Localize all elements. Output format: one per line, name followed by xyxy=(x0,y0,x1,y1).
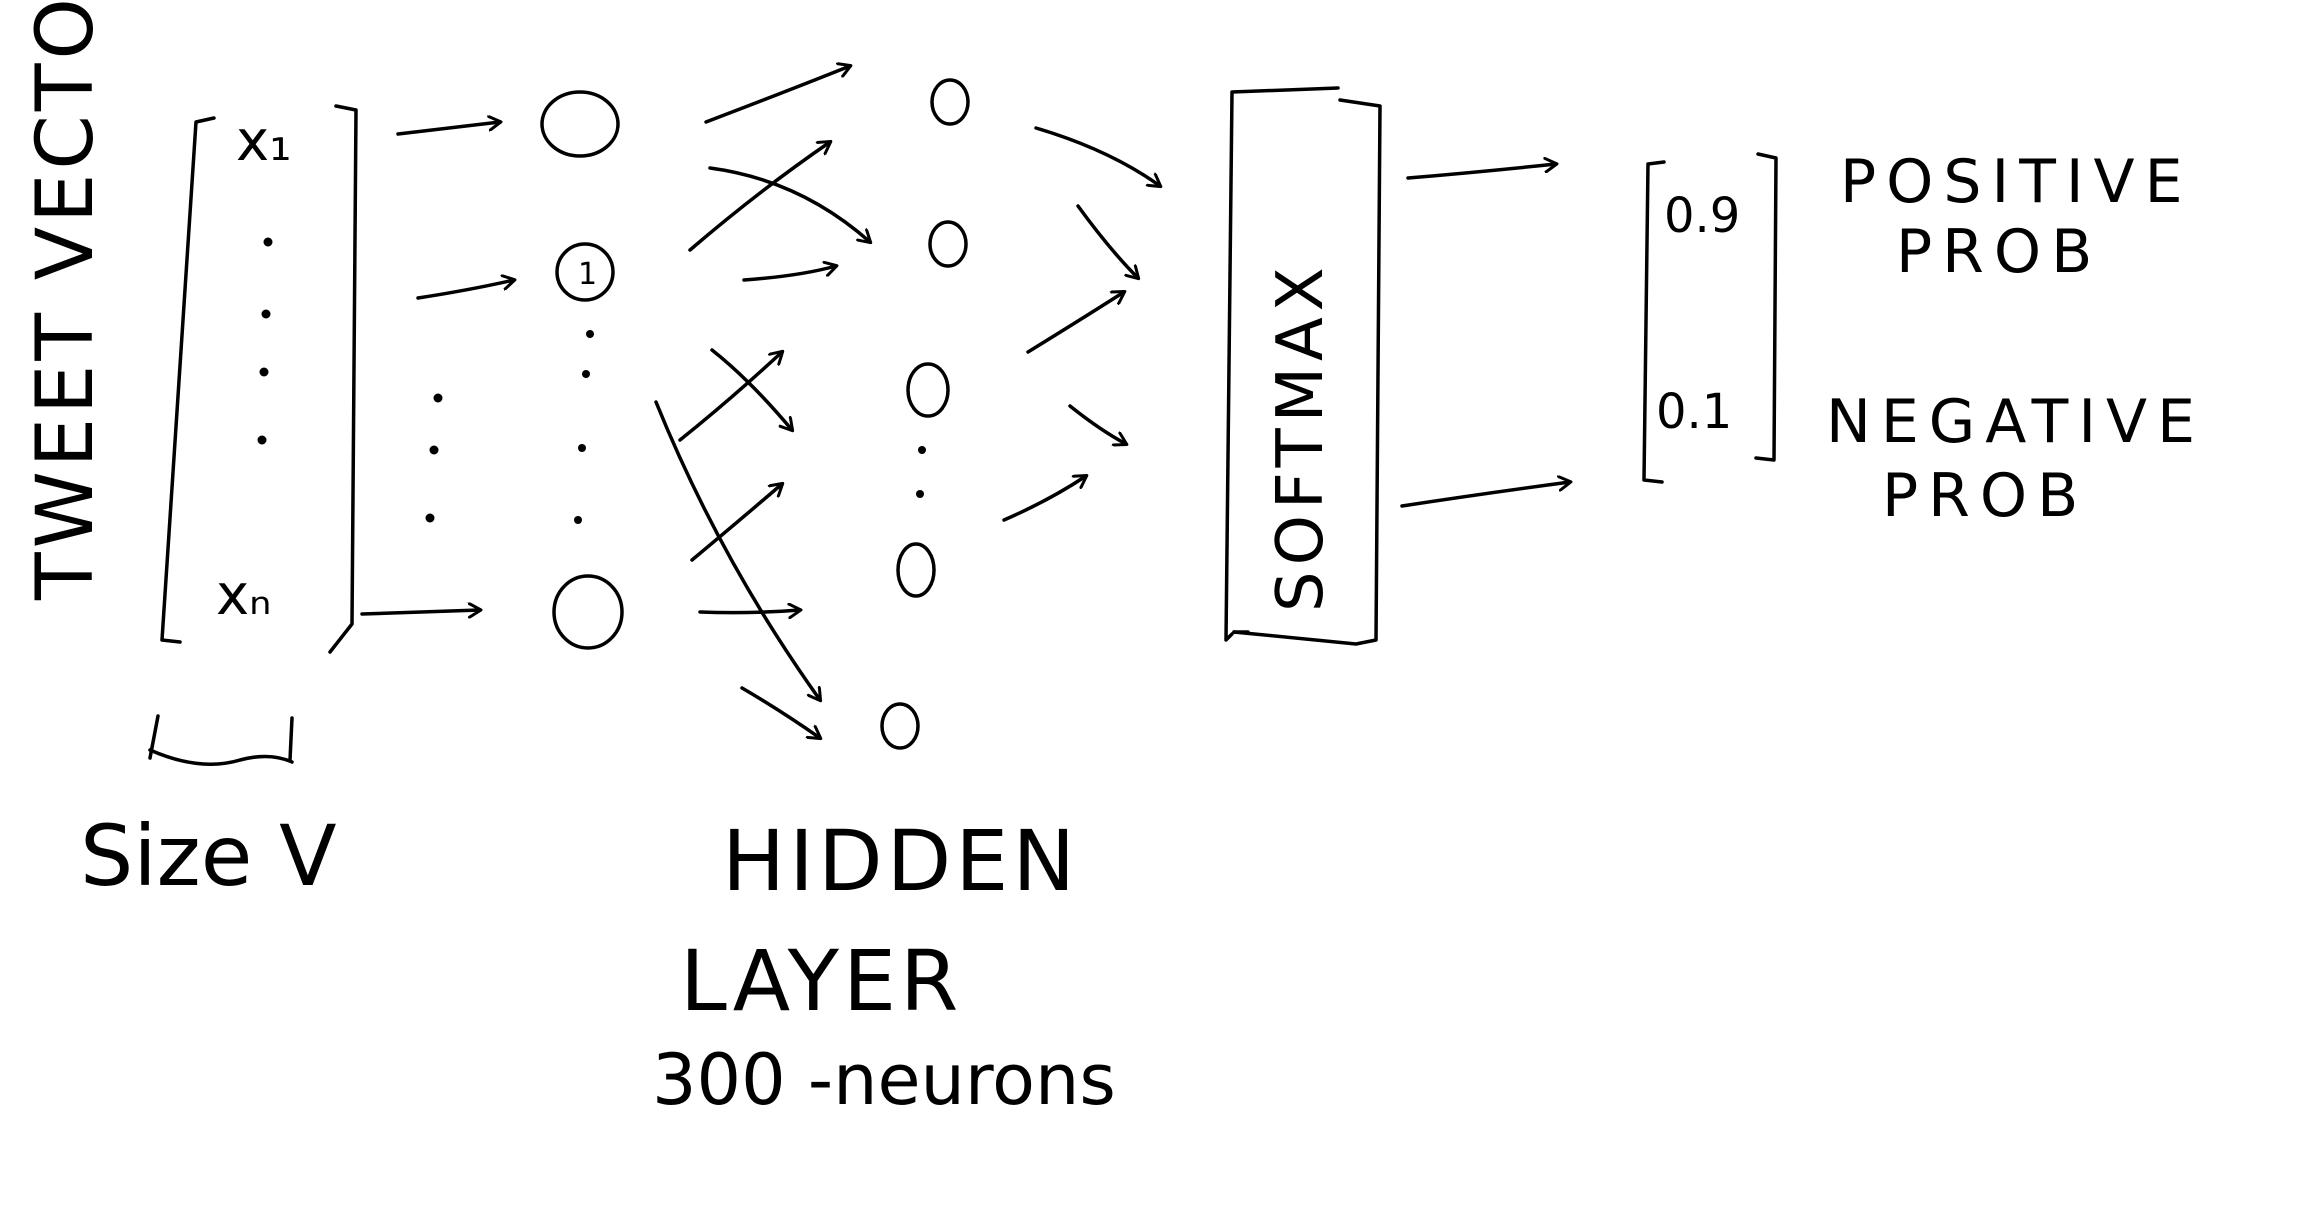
conn-mid xyxy=(742,266,836,282)
hidden1-node-marked xyxy=(555,242,615,302)
conn-low-3 xyxy=(690,484,782,562)
to-negative-arrow xyxy=(1400,482,1570,508)
size-brace xyxy=(148,714,294,766)
output-left-bracket xyxy=(1642,160,1666,484)
hidden2-node-5 xyxy=(880,702,920,750)
first-gap-ellipsis xyxy=(425,393,443,523)
to-softmax-4 xyxy=(1068,404,1126,444)
hidden-connections xyxy=(654,66,870,738)
softmax-input-arrows xyxy=(1002,126,1160,522)
negative-label-line2: PROB xyxy=(1882,461,2088,531)
hidden2-node-4 xyxy=(896,542,936,598)
input-arrows xyxy=(360,122,514,614)
positive-label-line2: PROB xyxy=(1896,217,2102,287)
conn-long-curve xyxy=(654,400,820,700)
hidden2-node-3 xyxy=(906,362,950,418)
hidden1-ellipsis xyxy=(574,330,594,524)
conn-top-up xyxy=(704,66,850,124)
output-value-positive: 0.9 xyxy=(1664,188,1740,244)
hidden2-node-2 xyxy=(928,220,968,268)
hidden-layer-2 xyxy=(880,78,970,750)
negative-label-line1: NEGATIVE xyxy=(1826,387,2205,457)
hidden-label-line2: LAYER xyxy=(680,932,962,1030)
conn-low-1 xyxy=(678,352,782,442)
conn-low-2 xyxy=(710,348,792,430)
input-vector: TWEET VECTOR x₁ xₙ Size V xyxy=(21,0,358,905)
conn-bottom xyxy=(740,686,820,738)
to-softmax-2 xyxy=(1076,204,1138,278)
conn-cross-1 xyxy=(688,142,830,252)
hidden1-node-bottom xyxy=(552,574,624,650)
to-softmax-5 xyxy=(1002,476,1086,522)
to-softmax-1 xyxy=(1034,126,1160,186)
input-first-element: x₁ xyxy=(236,109,292,174)
output-vector: 0.9 0.1 xyxy=(1642,152,1778,484)
hidden-label-line3: 300 -neurons xyxy=(652,1039,1116,1121)
softmax-label: SOFTMAX xyxy=(1264,261,1338,612)
hidden-layer-caption: HIDDEN LAYER 300 -neurons xyxy=(652,812,1116,1121)
input-left-bracket xyxy=(160,116,216,644)
conn-cross-2 xyxy=(708,166,870,242)
softmax-output-arrows xyxy=(1400,164,1570,508)
output-labels: POSITIVE PROB NEGATIVE PROB xyxy=(1826,147,2205,531)
softmax-box: SOFTMAX xyxy=(1224,86,1382,646)
input-arrow-mid xyxy=(416,280,514,300)
input-arrow-bot xyxy=(360,610,480,614)
to-positive-arrow xyxy=(1406,164,1556,180)
size-label: Size V xyxy=(80,807,337,905)
hidden2-node-1 xyxy=(930,78,970,126)
to-softmax-3 xyxy=(1026,292,1124,354)
hidden-label-line1: HIDDEN xyxy=(722,812,1079,910)
tweet-vector-label: TWEET VECTOR xyxy=(21,0,111,601)
positive-label-line1: POSITIVE xyxy=(1840,147,2193,217)
hidden1-node-top xyxy=(540,90,620,158)
hidden1-node-marked-label: 1 xyxy=(578,257,597,292)
input-arrow-top xyxy=(396,122,500,136)
input-ellipsis xyxy=(257,237,273,445)
input-right-bracket xyxy=(328,104,358,654)
input-last-element: xₙ xyxy=(216,563,271,628)
output-value-negative: 0.1 xyxy=(1656,384,1732,440)
softmax-right-bracket xyxy=(1232,98,1382,646)
conn-low-4 xyxy=(698,610,800,613)
hidden2-ellipsis xyxy=(916,446,926,498)
output-right-bracket xyxy=(1754,152,1778,462)
hidden-layer-1: 1 xyxy=(540,90,624,650)
